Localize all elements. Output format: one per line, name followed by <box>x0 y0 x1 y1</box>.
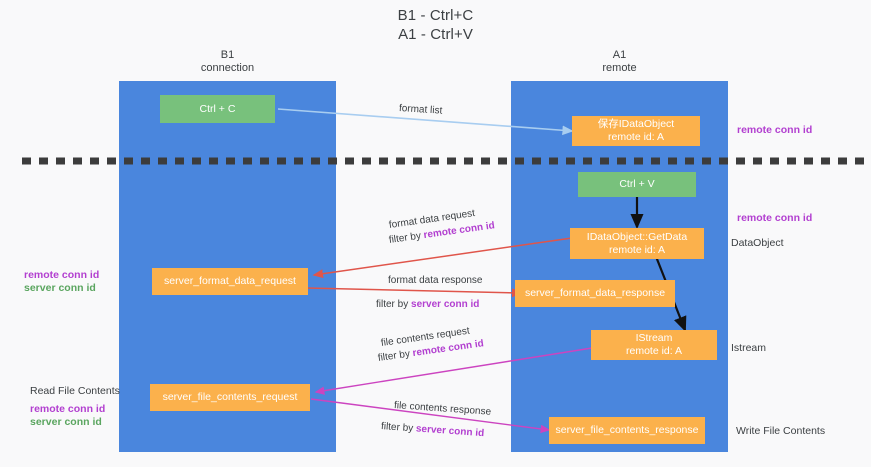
edge-label-format-data-response-text: format data response <box>388 275 483 286</box>
box-server-file-contents-response[interactable]: server_file_contents_response <box>549 417 705 444</box>
box-idataobject-getdata-line-1: IDataObject::GetData <box>586 230 688 243</box>
box-ctrl-c-label: Ctrl + C <box>199 102 236 115</box>
edge-label-format-list-text: format list <box>398 103 443 117</box>
box-server-file-contents-request[interactable]: server_file_contents_request <box>150 384 310 411</box>
left-label-server-conn-id-bottom: server conn id <box>30 416 102 428</box>
column-header-a1-sub: remote <box>602 62 637 74</box>
box-istream[interactable]: IStream remote id: A <box>591 330 717 360</box>
box-save-idataobject-line-2: remote id: A <box>607 131 665 143</box>
right-label-write-file-contents: Write File Contents <box>736 425 826 437</box>
box-idataobject-getdata-line-2: remote id: A <box>608 243 666 256</box>
edge-label-format-list: format list <box>399 102 443 118</box>
filter-key-server-conn-id: server conn id <box>411 299 480 310</box>
box-idataobject-getdata[interactable]: IDataObject::GetData remote id: A <box>570 228 704 259</box>
left-label-remote-conn-id-bottom: remote conn id <box>30 403 106 415</box>
box-istream-line-1: IStream <box>635 332 673 344</box>
box-server-format-data-response-label: server_format_data_response <box>524 287 666 299</box>
filter-prefix: filter by <box>380 421 417 435</box>
left-label-remote-conn-id-mid: remote conn id <box>24 269 100 281</box>
column-header-b1: B1 connection <box>119 49 336 75</box>
page-title-line-2: A1 - Ctrl+V <box>398 26 473 43</box>
column-header-b1-sub: connection <box>200 62 255 74</box>
box-save-idataobject-line-1: 保存IDataObject <box>597 118 675 130</box>
right-label-istream: Istream <box>731 342 767 354</box>
filter-prefix: filter by <box>388 230 425 246</box>
filter-prefix: filter by <box>376 299 412 310</box>
box-ctrl-v[interactable]: Ctrl + V <box>578 172 696 197</box>
edge-label-file-contents-response-filter: filter by server conn id <box>381 420 485 440</box>
page-title-line-1: B1 - Ctrl+C <box>397 7 474 24</box>
box-save-idataobject[interactable]: 保存IDataObject remote id: A <box>572 116 700 146</box>
right-label-remote-conn-id-top: remote conn id <box>737 124 813 136</box>
edge-label-file-contents-response: file contents response <box>394 399 492 419</box>
edge-format-data-response <box>306 287 523 298</box>
right-label-dataobject: DataObject <box>731 237 784 249</box>
column-header-a1-name: A1 <box>612 49 627 61</box>
box-server-format-data-request-label: server_format_data_request <box>164 275 296 287</box>
box-server-file-contents-response-label: server_file_contents_response <box>555 424 699 436</box>
box-ctrl-v-label: Ctrl + V <box>619 178 655 190</box>
filter-key-server-conn-id: server conn id <box>415 423 485 440</box>
edge-label-format-data-response-filter: filter by server conn id <box>376 298 479 311</box>
box-server-format-data-response[interactable]: server_format_data_response <box>515 280 675 307</box>
edge-label-format-data-response: format data response <box>388 274 483 287</box>
box-ctrl-c[interactable]: Ctrl + C <box>160 95 275 123</box>
page-title: B1 - Ctrl+C A1 - Ctrl+V <box>0 6 871 44</box>
left-label-server-conn-id-mid: server conn id <box>24 282 96 294</box>
box-istream-line-2: remote id: A <box>625 345 683 357</box>
left-label-read-file-contents: Read File Contents <box>30 385 120 397</box>
edge-label-file-contents-response-text: file contents response <box>393 400 492 418</box>
box-server-format-data-request[interactable]: server_format_data_request <box>152 268 308 295</box>
column-header-a1: A1 remote <box>511 49 728 75</box>
filter-prefix: filter by <box>377 348 414 364</box>
box-server-file-contents-request-label: server_file_contents_request <box>162 391 298 403</box>
column-header-b1-name: B1 <box>220 49 235 61</box>
right-label-remote-conn-id-mid: remote conn id <box>737 212 813 224</box>
